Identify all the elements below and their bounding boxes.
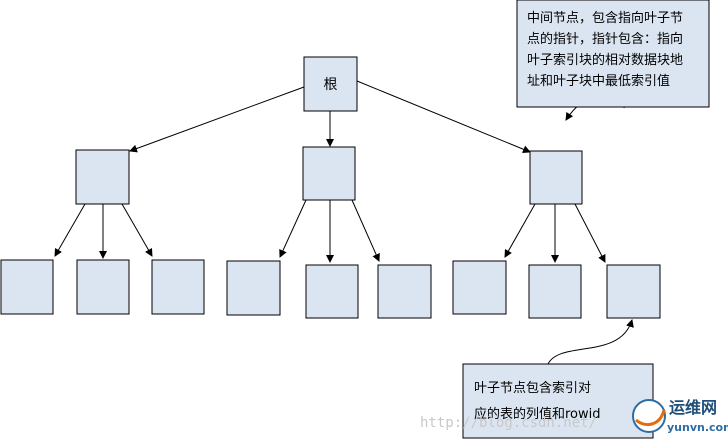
internal-note: 中间节点，包含指向叶子节 点的指针，指针包含：指向 叶子索引块的相对数据块地 址…	[516, 0, 710, 108]
leaf-node-3	[151, 259, 205, 315]
edge-internal-middle-to-leaf-6	[351, 199, 380, 262]
edge-internal-right-to-leaf-9	[574, 203, 606, 263]
edge-internal-right-to-leaf-7	[504, 203, 536, 258]
internal-note-line-2: 点的指针，指针包含：指向	[527, 31, 683, 47]
leaf-note: 叶子节点包含索引对 应的表的列值和rowid	[462, 363, 654, 439]
edge-internal-left-to-leaf-3	[121, 203, 153, 257]
logo-subtext: yunvn.com	[667, 421, 728, 434]
leaf-node-6	[377, 264, 432, 319]
internal-node-left	[75, 149, 130, 205]
edge-internal-middle-to-leaf-4	[279, 199, 307, 258]
leaf-node-9	[606, 264, 661, 319]
edge-internal-left-to-leaf-1	[54, 203, 86, 257]
root-node: 根	[303, 56, 358, 112]
leaf-node-5	[305, 264, 359, 319]
internal-note-line-3: 叶子索引块的相对数据块地	[527, 52, 683, 68]
leaf-node-2	[76, 259, 130, 315]
internal-note-line-1: 中间节点，包含指向叶子节	[527, 10, 683, 26]
leaf-note-line-1: 叶子节点包含索引对	[474, 380, 591, 396]
edge-root-to-internal-right	[356, 80, 531, 154]
internal-node-right	[529, 150, 583, 205]
leaf-node-7	[452, 260, 507, 315]
internal-note-line-4: 址和叶子块中最低索引值	[527, 73, 670, 89]
watermark-url: http://blog.csdn.net/	[420, 415, 597, 431]
logo-text: 运维网	[669, 398, 717, 417]
root-edges	[129, 80, 531, 154]
leaf-note-callout	[547, 319, 634, 365]
edge-root-to-internal-left	[129, 86, 305, 153]
leaf-node-8	[528, 264, 582, 319]
leaf-note-line-2: 应的表的列值和rowid	[474, 406, 601, 422]
leaf-node-4	[226, 260, 281, 316]
internal-edges	[54, 199, 606, 263]
root-label: 根	[324, 77, 338, 93]
logo-swoosh-icon	[635, 409, 666, 427]
internal-node-middle	[302, 146, 356, 201]
leaf-node-1	[0, 259, 54, 315]
site-logo: 运维网 yunvn.com	[632, 398, 728, 434]
